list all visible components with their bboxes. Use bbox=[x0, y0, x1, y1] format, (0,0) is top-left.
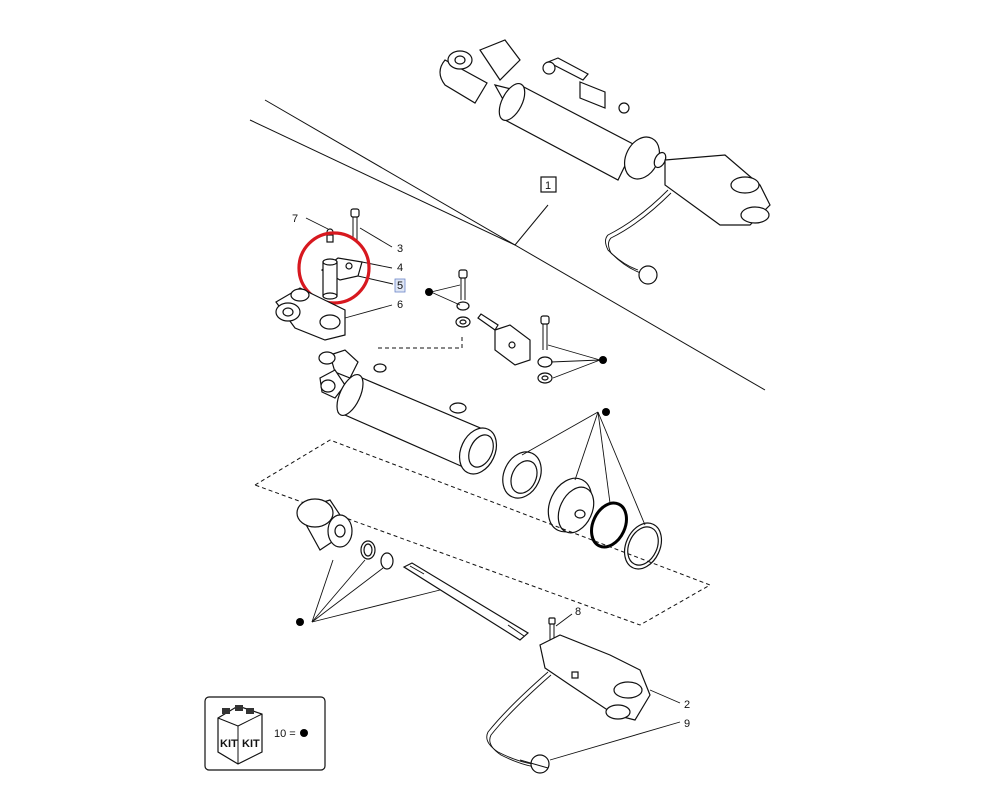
svg-text:KIT: KIT bbox=[242, 738, 260, 750]
label-9[interactable]: 9 bbox=[684, 718, 690, 730]
end-link[interactable] bbox=[539, 634, 651, 721]
label-4[interactable]: 4 bbox=[397, 262, 403, 274]
label-5[interactable]: 5 bbox=[397, 280, 403, 292]
leader-4 bbox=[361, 261, 393, 269]
label-1[interactable]: 1 bbox=[540, 176, 557, 193]
grease-nipple[interactable] bbox=[326, 228, 334, 243]
leader-8 bbox=[555, 613, 573, 627]
connector-line bbox=[378, 335, 463, 349]
kit-dot-symbol bbox=[300, 729, 308, 737]
piston-rod[interactable] bbox=[402, 562, 530, 641]
label-6[interactable]: 6 bbox=[397, 299, 403, 311]
piston[interactable] bbox=[296, 498, 353, 551]
label-8[interactable]: 8 bbox=[575, 606, 581, 618]
kit-marker[interactable] bbox=[599, 356, 607, 364]
leader-6 bbox=[344, 304, 393, 319]
kit-legend: KIT KIT 10 = bbox=[204, 696, 326, 771]
kit-marker[interactable] bbox=[602, 408, 610, 416]
piston-seal-a[interactable] bbox=[496, 446, 549, 505]
kit-boundary bbox=[253, 439, 712, 626]
yoke[interactable] bbox=[275, 287, 346, 341]
leader-7 bbox=[305, 217, 329, 230]
kit-marker[interactable] bbox=[425, 288, 433, 296]
valve-assembly[interactable] bbox=[455, 269, 553, 384]
rod-ring-small[interactable] bbox=[380, 552, 394, 570]
kit-leaders-seals bbox=[521, 411, 646, 526]
kit-equation: 10 = bbox=[274, 728, 296, 740]
assembled-cylinder[interactable] bbox=[439, 39, 771, 285]
leader-9 bbox=[549, 721, 681, 761]
leader-2 bbox=[649, 689, 681, 704]
label-7[interactable]: 7 bbox=[292, 213, 298, 225]
piston-seal-b[interactable] bbox=[540, 471, 601, 539]
rod-seal-small[interactable] bbox=[360, 540, 376, 560]
label-2[interactable]: 2 bbox=[684, 699, 690, 711]
label-5-selection bbox=[394, 278, 406, 293]
kit-leaders-piston bbox=[311, 559, 441, 623]
kit-leaders-valve bbox=[430, 284, 601, 379]
svg-text:KIT: KIT bbox=[220, 738, 238, 750]
screw[interactable] bbox=[350, 208, 360, 240]
kit-marker[interactable] bbox=[296, 618, 304, 626]
bottom-screw[interactable] bbox=[548, 617, 556, 640]
back-up-ring[interactable] bbox=[617, 517, 668, 575]
cylinder-body[interactable] bbox=[318, 349, 504, 480]
package-icon bbox=[222, 708, 230, 714]
pivot-pin[interactable] bbox=[320, 257, 363, 300]
svg-text:1: 1 bbox=[545, 180, 551, 192]
leader-3 bbox=[359, 227, 393, 248]
assembly-separator bbox=[249, 99, 766, 391]
leader-5 bbox=[357, 275, 394, 285]
safety-chain[interactable] bbox=[486, 671, 552, 774]
highlight-circle bbox=[297, 231, 371, 305]
label-3[interactable]: 3 bbox=[397, 243, 403, 255]
o-ring-black[interactable] bbox=[585, 497, 633, 552]
